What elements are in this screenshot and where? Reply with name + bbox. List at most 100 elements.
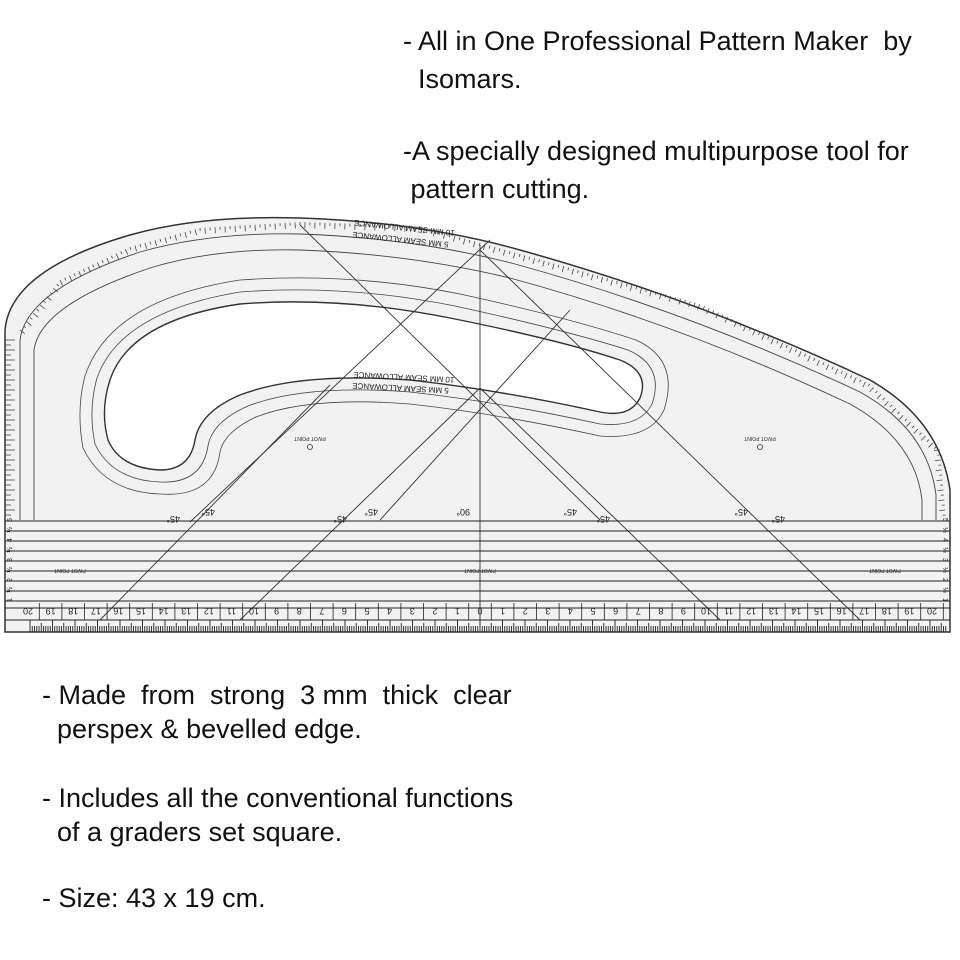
side-scale-label-right: ½ (941, 567, 949, 573)
edge-tick (458, 237, 461, 241)
feature-line-4: of a graders set square. (42, 817, 343, 847)
side-scale-left: 1½2½3½4½5 (6, 518, 14, 602)
edge-tick (739, 323, 742, 327)
edge-tick (743, 325, 747, 332)
side-scale-label-left: ½ (6, 527, 14, 533)
edge-tick (19, 329, 25, 335)
edge-tick (528, 256, 531, 260)
description-line-1: - All in One Professional Pattern Maker … (403, 26, 912, 56)
scale-number: 2 (432, 606, 437, 616)
edge-tick (785, 344, 788, 348)
edge-tick (164, 237, 167, 244)
edge-tick (498, 248, 501, 252)
edge-tick (159, 238, 162, 242)
edge-tick (577, 270, 579, 274)
scale-number: 4 (387, 606, 392, 616)
edge-tick (706, 308, 710, 314)
edge-tick (645, 289, 647, 293)
edge-tick (149, 241, 152, 245)
edge-tick (935, 469, 942, 471)
scale-number: 20 (927, 606, 937, 616)
edge-tick (934, 459, 941, 461)
scale-number: 14 (791, 606, 801, 616)
edge-tick (548, 262, 550, 266)
edge-tick (702, 305, 705, 310)
scale-number: 6 (613, 606, 618, 616)
scale-number: 18 (882, 606, 892, 616)
edge-tick (936, 479, 943, 481)
edge-tick (590, 274, 594, 281)
curve-slot-seam-1 (91, 289, 656, 483)
edge-tick (56, 283, 60, 287)
edge-tick (834, 368, 839, 375)
scale-number: 8 (658, 606, 663, 616)
edge-tick (844, 373, 848, 379)
scale-number: 13 (769, 606, 779, 616)
edge-tick (53, 288, 59, 293)
edge-tick (629, 284, 633, 291)
edge-tick (522, 255, 526, 262)
edge-tick (804, 353, 807, 357)
edge-tick (904, 418, 908, 422)
edge-tick (29, 317, 33, 320)
edge-tick (933, 449, 941, 451)
side-scale-label-left: 3 (7, 558, 14, 562)
edge-tick (73, 273, 76, 277)
scale-number: 5 (590, 606, 595, 616)
parallel-lines (5, 520, 950, 602)
edge-tick (620, 282, 623, 289)
scale-number: 20 (23, 606, 33, 616)
edge-tick (767, 336, 770, 340)
edge-tick (776, 340, 779, 344)
edge-tick (712, 310, 715, 314)
edge-tick (822, 362, 825, 366)
edge-tick (59, 279, 63, 286)
edge-tick (581, 271, 584, 278)
edge-tick (876, 394, 882, 400)
edge-tick (938, 499, 945, 501)
edge-tick (502, 249, 506, 256)
edge-tick (891, 408, 897, 413)
edge-tick (538, 259, 540, 263)
angle-45-label: 45° (201, 507, 215, 517)
edge-tick (875, 390, 878, 394)
edge-tick (542, 260, 545, 267)
scale-number: 8 (297, 606, 302, 616)
edge-tick (179, 233, 182, 237)
angle-45-label: 45° (333, 514, 347, 524)
side-scale-label-left: 5 (7, 518, 14, 522)
edge-tick (43, 300, 46, 304)
edge-tick (919, 432, 922, 436)
side-scale-right: 1½2½3½4½5 (941, 518, 949, 602)
side-scale-label-left: ½ (6, 547, 14, 553)
edge-tick (596, 275, 599, 279)
edge-tick (452, 235, 456, 242)
edge-tick (462, 238, 466, 245)
scale-number: 12 (204, 606, 214, 616)
edge-tick (616, 280, 618, 285)
edge-tick (721, 314, 724, 318)
edge-tick (194, 229, 197, 236)
scale-number: 3 (410, 606, 415, 616)
side-scale-label-right: ½ (941, 527, 949, 533)
angle-45-label: 45° (771, 514, 785, 524)
edge-tick (853, 377, 857, 384)
edge-tick (937, 489, 944, 491)
edge-tick (110, 255, 113, 259)
edge-tick (794, 349, 797, 353)
angle-90-label: 90° (456, 507, 470, 517)
band-pivot-label: PIVOT POINT (464, 567, 496, 573)
edge-tick (478, 242, 481, 246)
angle-45-label: 45° (563, 507, 577, 517)
edge-tick (472, 241, 476, 248)
scale-number: 14 (159, 606, 169, 616)
edge-tick (906, 421, 911, 427)
edge-tick (64, 277, 67, 281)
scale-number: 2 (523, 606, 528, 616)
scale-number: 16 (837, 606, 847, 616)
edge-tick (911, 425, 915, 429)
edge-tick (733, 321, 738, 327)
edge-tick (189, 230, 192, 234)
scale-number: 12 (746, 606, 756, 616)
